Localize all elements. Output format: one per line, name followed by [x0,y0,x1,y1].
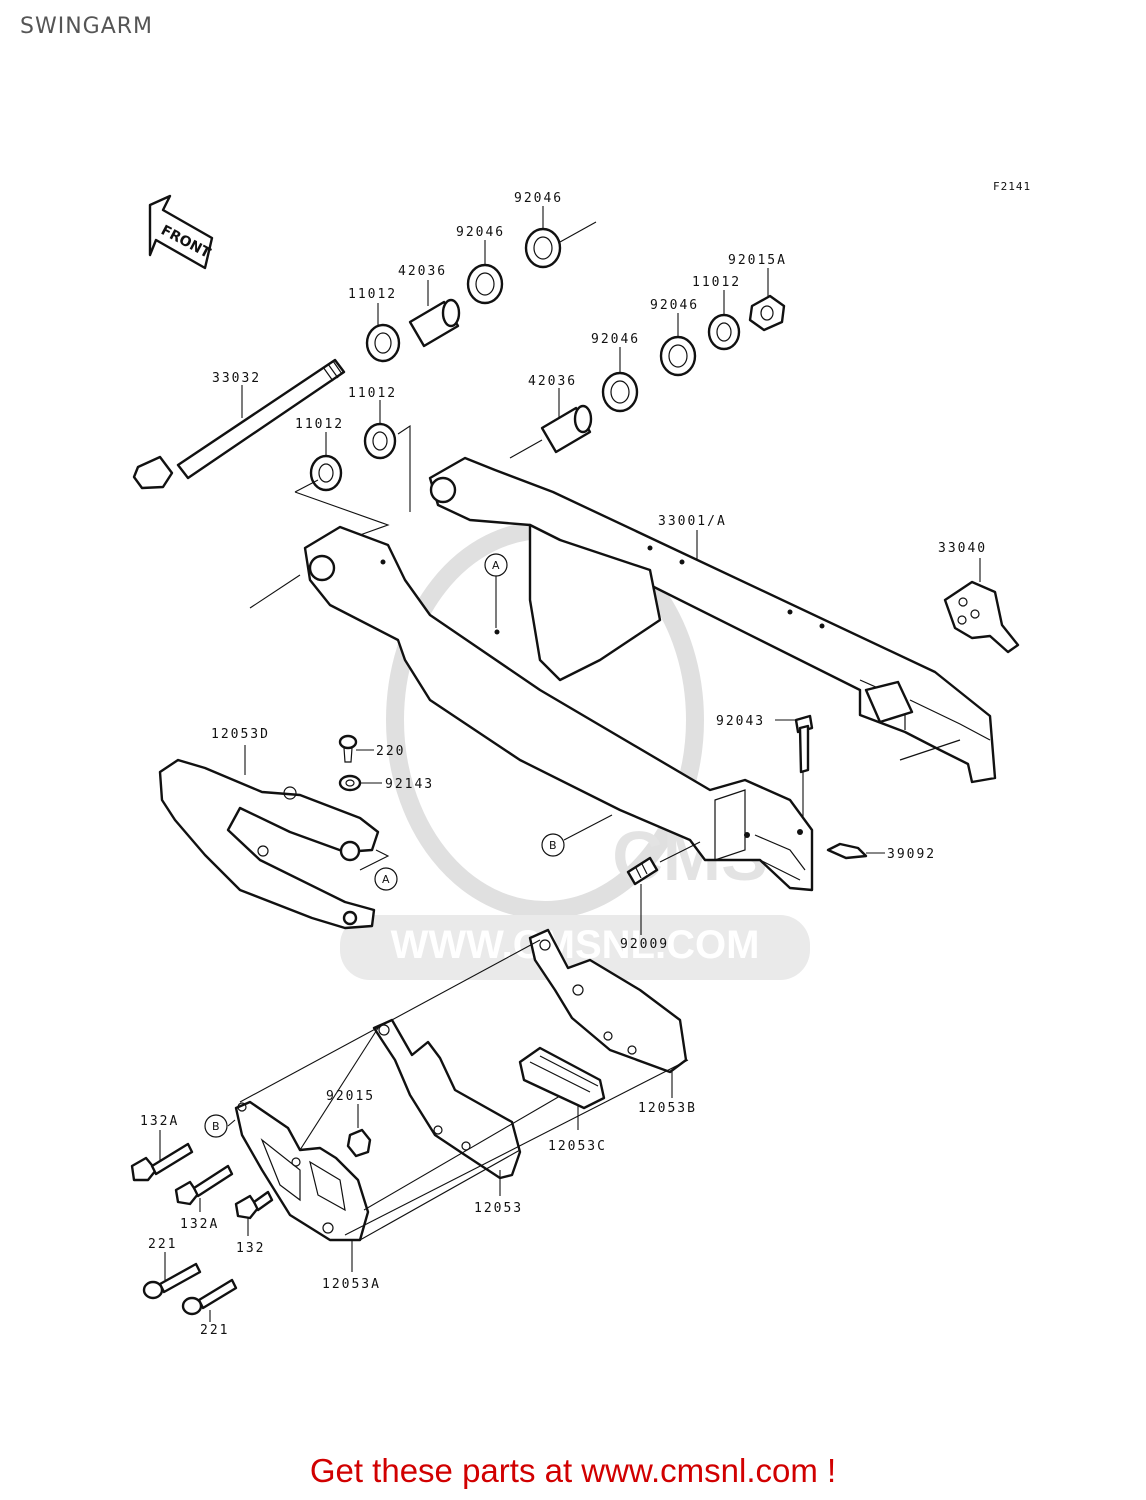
watermark-url-text: WWW.CMSNL.COM [391,923,760,967]
svg-text:B: B [212,1120,220,1133]
part-label-11012-b: 11012 [692,275,741,290]
part-label-92143: 92143 [385,777,434,792]
part-label-11012-c: 11012 [348,386,397,401]
bearing-seal-11012-right [707,313,741,351]
svg-text:B: B [549,839,557,852]
part-label-42036-b: 42036 [528,374,577,389]
part-label-132: 132 [236,1241,265,1256]
part-label-12053c: 12053C [548,1139,607,1154]
needle-bearing-92046-lower-a [601,371,639,413]
washer-92143 [338,774,362,792]
collar-42036-lower [540,404,593,454]
part-label-92046-c: 92046 [591,332,640,347]
pivot-shaft [132,358,346,490]
part-label-92043: 92043 [716,714,765,729]
needle-bearing-92046-lower-b [659,335,697,377]
chain-guide-12053 [372,1018,522,1180]
part-label-12053b: 12053B [638,1101,697,1116]
collar-42036-upper [408,298,461,348]
part-label-12053d: 12053D [211,727,270,742]
part-label-92015a: 92015A [728,253,787,268]
bolt-132a-upper [130,1142,194,1182]
part-label-12053: 12053 [474,1201,523,1216]
chain-adjuster-33040 [943,580,1020,654]
part-label-33032: 33032 [212,371,261,386]
callout-a-lower: A [374,867,398,891]
bearing-seal-11012-lower-left [309,454,343,492]
part-label-33001a: 33001/A [658,514,727,529]
part-label-92046-d: 92046 [650,298,699,313]
part-label-92046-b: 92046 [514,191,563,206]
screw-220 [338,734,358,763]
clip-39092 [826,842,868,860]
part-label-11012-a: 11012 [348,287,397,302]
page-title: SWINGARM [20,14,154,39]
front-arrow-icon: FRONT [148,194,213,270]
part-label-92015: 92015 [326,1089,375,1104]
screw-221-lower [181,1278,238,1316]
bolt-132a-lower [174,1164,234,1206]
needle-bearing-92046-upper-b [524,227,562,269]
watermark-url-pill [340,915,810,980]
screw-221-upper [142,1262,202,1300]
nut-92015 [346,1128,372,1158]
bearing-seal-11012-mid [363,422,397,460]
part-label-92046-a: 92046 [456,225,505,240]
part-label-33040: 33040 [938,541,987,556]
figure-code: F2141 [993,180,1031,193]
needle-bearing-92046-upper-a [466,263,504,305]
svg-text:A: A [492,559,500,572]
svg-text:A: A [382,873,390,886]
bolt-132 [234,1190,274,1220]
pin-92043 [794,714,814,774]
part-label-132a-b: 132A [180,1217,219,1232]
part-label-11012-d: 11012 [295,417,344,432]
callout-b-upper: B [541,814,613,857]
part-label-12053a: 12053A [322,1277,381,1292]
callout-a-upper: A [484,553,508,628]
bolt-92009 [626,856,659,886]
part-label-132a-a: 132A [140,1114,179,1129]
chain-guide-12053b [528,928,688,1074]
callout-b-lower: B [204,1114,228,1138]
nut-92015a [748,294,786,332]
part-label-39092: 39092 [887,847,936,862]
chain-guide-plate-12053a [234,1100,370,1242]
chain-guide-pad-12053c [518,1046,606,1110]
part-label-92009: 92009 [620,937,669,952]
chain-slider-12053d [158,758,380,930]
part-label-220: 220 [376,744,405,759]
part-label-221-b: 221 [200,1323,229,1338]
bearing-seal-11012-upper [365,323,401,363]
part-label-42036-a: 42036 [398,264,447,279]
part-label-221-a: 221 [148,1237,177,1252]
footer-link-text[interactable]: Get these parts at www.cmsnl.com ! [309,1452,837,1489]
swingarm-body [303,456,997,892]
